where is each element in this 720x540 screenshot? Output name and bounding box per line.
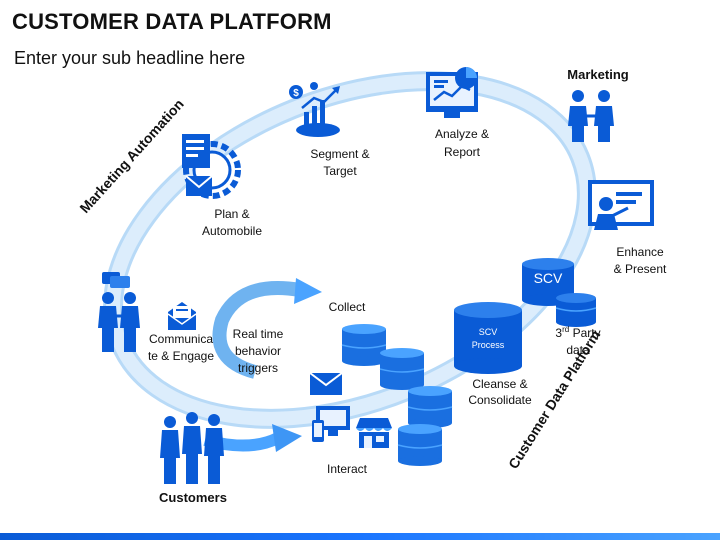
marketing-automation-icon [182, 134, 241, 199]
label-marketing: Marketing [567, 67, 628, 82]
database-icon [454, 302, 522, 374]
label-customers: Customers [159, 490, 227, 505]
label-analyze-1: Analyze & [435, 127, 489, 141]
label-plan-1: Plan & [214, 207, 249, 221]
svg-text:$: $ [293, 88, 299, 99]
customers-group-icon [160, 412, 224, 484]
db-label-scv: SCV [534, 270, 563, 286]
outer-ring [103, 71, 597, 429]
handshake-icon [98, 272, 140, 352]
label-realtime-2: behavior [235, 344, 281, 358]
label-plan-2: Automobile [202, 224, 262, 238]
database-icon [555, 293, 597, 327]
label-cleanse-1: Cleanse & [472, 377, 527, 391]
label-realtime-1: Real time [233, 327, 284, 341]
db-label-scv-process-2: Process [472, 340, 505, 350]
db-label-scv-process-1: SCV [479, 327, 498, 337]
realtime-loop-arrow [212, 278, 322, 379]
label-analyze-2: Report [444, 145, 481, 159]
analyze-report-icon [426, 67, 478, 118]
label-enhance-2: & Present [614, 262, 667, 276]
label-communicate-1: Communica [149, 332, 213, 346]
label-third-party-2: data [566, 343, 590, 357]
label-communicate-2: te & Engage [148, 349, 214, 363]
bottom-accent-bar [0, 533, 720, 540]
label-segment-2: Target [323, 164, 357, 178]
label-third-party-1: 3rd Party [555, 325, 600, 340]
presentation-icon [588, 180, 654, 230]
label-realtime-3: triggers [238, 361, 278, 375]
label-cleanse-2: Consolidate [468, 393, 532, 407]
devices-icon [312, 406, 350, 442]
open-envelope-icon [167, 302, 197, 330]
collect-databases [341, 324, 453, 466]
label-enhance-1: Enhance [616, 245, 664, 259]
marketing-people-icon [568, 90, 614, 142]
label-segment-1: Segment & [310, 147, 369, 161]
store-icon [356, 418, 392, 448]
segment-target-icon: $ [289, 82, 340, 137]
page-title: CUSTOMER DATA PLATFORM [12, 9, 332, 34]
page-subtitle: Enter your sub headline here [14, 48, 246, 68]
label-interact: Interact [327, 462, 368, 476]
label-collect: Collect [329, 300, 366, 314]
mail-icon [309, 372, 343, 395]
